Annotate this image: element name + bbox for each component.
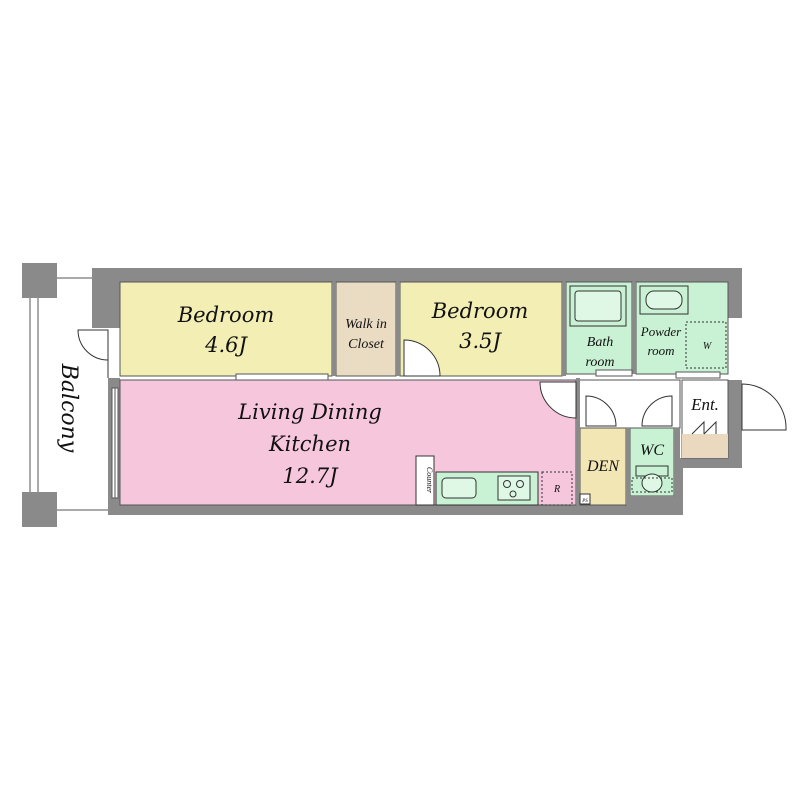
door-wc: [641, 395, 673, 427]
ldk-size: 12.7J: [282, 464, 339, 488]
windows: [111, 369, 721, 499]
closet-label-line1: Walk in: [345, 317, 387, 332]
entrance-floor: [682, 434, 728, 458]
window-bed1-sill: [235, 373, 329, 381]
refrigerator-space: [541, 471, 573, 506]
doors: [77, 329, 787, 435]
toilet: [631, 465, 673, 493]
refrigerator-label: R: [553, 484, 560, 495]
washbasin: [639, 285, 689, 315]
balcony-column-top: [22, 263, 57, 298]
bath-door-sill: [595, 369, 633, 377]
ldk-label-line2: Kitchen: [268, 432, 351, 456]
balcony-column-bottom: [22, 492, 57, 527]
door-bedroom2: [403, 339, 441, 377]
wc-label: WC: [640, 442, 664, 459]
door-ldk-hall: [539, 381, 577, 419]
interior-walls: [332, 282, 680, 505]
closet-label-line2: Closet: [348, 337, 385, 352]
den: [579, 427, 627, 506]
den-label: DEN: [586, 458, 620, 475]
bathroom-label-line1: Bath: [587, 335, 613, 350]
bedroom1: [119, 281, 333, 377]
sink-icon: [441, 477, 477, 499]
powder-room-label-line2: room: [648, 343, 675, 358]
counter: [415, 455, 435, 506]
bedroom2-label: Bedroom: [431, 299, 529, 323]
wall-bottom: [108, 505, 683, 515]
walk-in-closet: [335, 281, 397, 377]
door-balcony: [77, 329, 109, 361]
wall-ent-bottom: [680, 458, 742, 468]
svg-text:PS: PS: [581, 499, 588, 504]
washer-space: [685, 321, 727, 369]
kitchen: Counter R: [415, 455, 573, 506]
door-shoe-cabinet: [691, 420, 717, 435]
door-den: [585, 395, 617, 427]
bedroom2-size: 3.5J: [459, 329, 502, 353]
wall-top: [92, 268, 742, 282]
ldk-label-line1: Living Dining: [237, 400, 382, 424]
bedroom1-size: 4.6J: [204, 333, 248, 357]
bathtub: [569, 285, 627, 327]
bedroom1-label: Bedroom: [177, 303, 275, 327]
pipe-space: PS: [579, 493, 591, 505]
window-powder: [675, 371, 721, 379]
washer-label: W: [703, 341, 713, 352]
powder-room-label-line1: Powder: [640, 324, 682, 339]
balcony-label: Balcony: [56, 363, 81, 453]
bathroom-label-line2: room: [585, 355, 614, 370]
door-entrance: [741, 383, 787, 431]
stove-icon: [497, 475, 531, 501]
counter-label: Counter: [425, 467, 434, 494]
wall-right-lower: [728, 380, 742, 464]
entrance-label: Ent.: [690, 395, 719, 414]
balcony: Balcony: [22, 263, 110, 527]
